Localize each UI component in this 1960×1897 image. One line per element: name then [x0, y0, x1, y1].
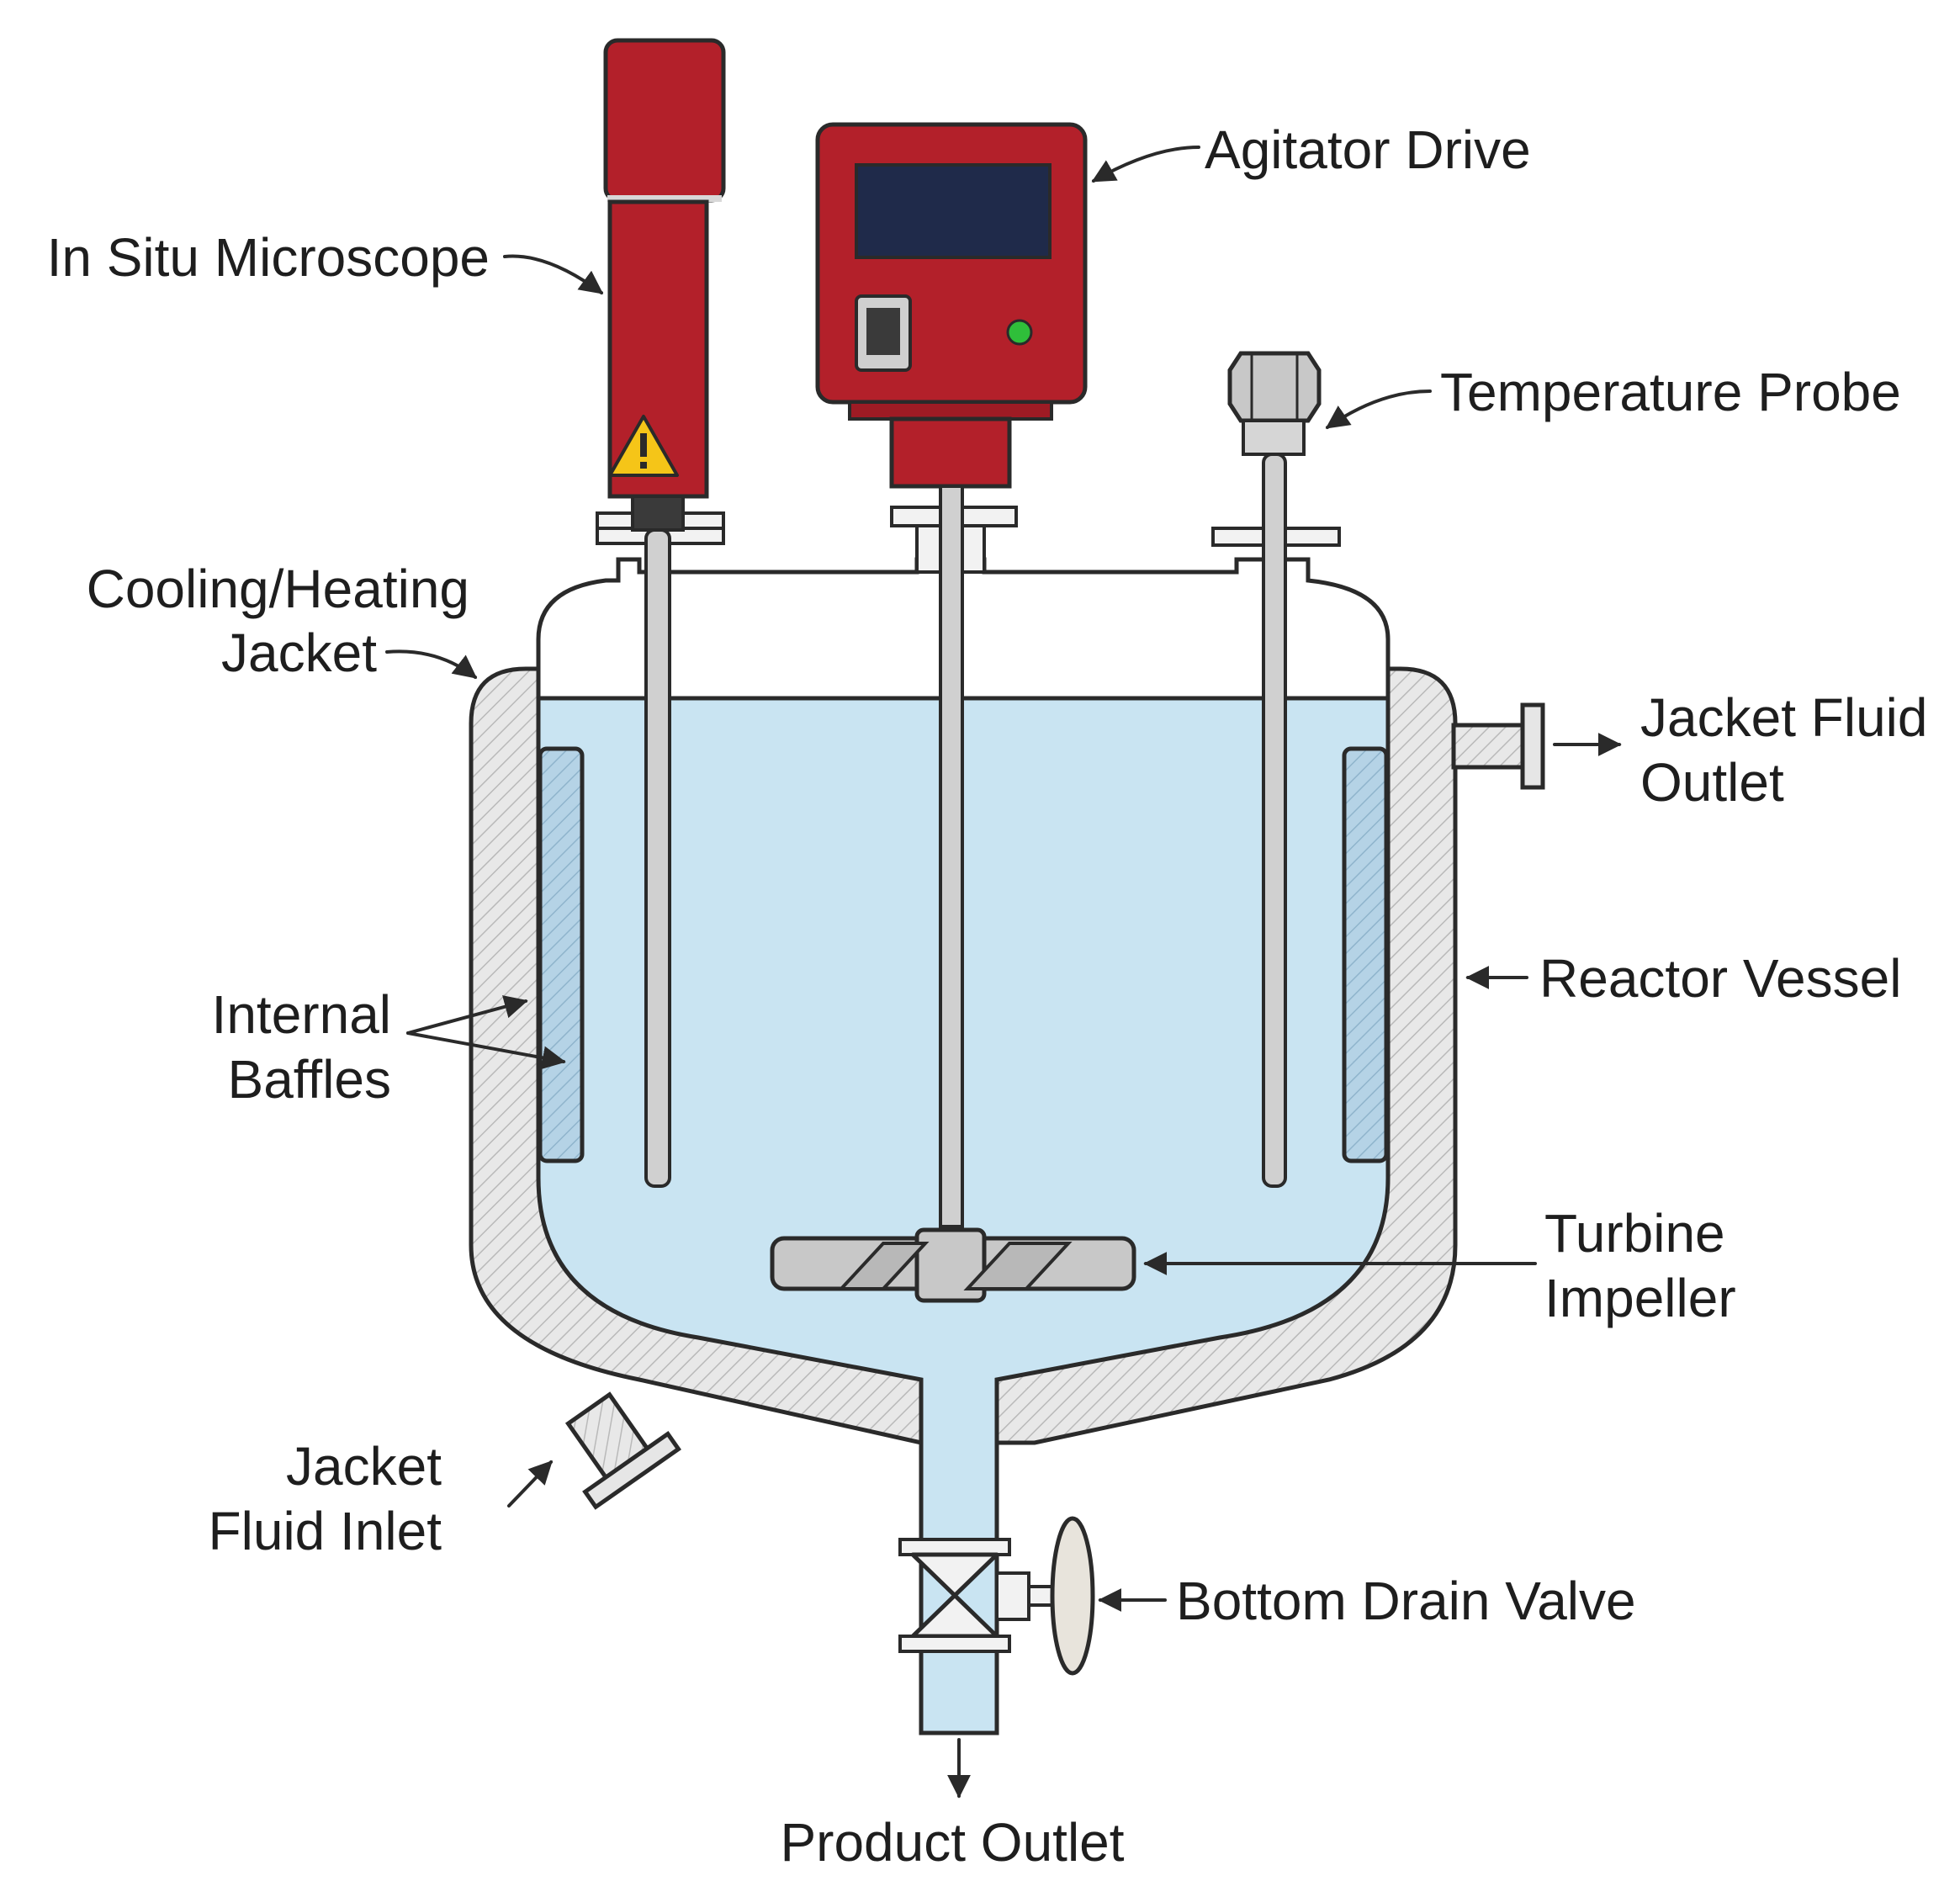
label-reactor-vessel: Reactor Vessel	[1539, 948, 1901, 1009]
label-temperature-probe: Temperature Probe	[1440, 362, 1901, 422]
bottom-drain-valve	[898, 1516, 1095, 1676]
agitator-drive	[815, 122, 1088, 489]
green-indicator-light	[1006, 319, 1033, 346]
label-bottom-drain-valve: Bottom Drain Valve	[1176, 1571, 1636, 1631]
label-internal-baffles-1: Internal	[212, 984, 391, 1045]
agitator-shaft	[939, 485, 964, 1228]
leader-internal-baffles-2	[406, 1031, 566, 1070]
in-situ-microscope	[603, 38, 726, 1188]
label-turbine-impeller-1: Turbine	[1544, 1203, 1725, 1264]
label-product-outlet: Product Outlet	[780, 1812, 1124, 1873]
leader-agitator-drive	[1091, 146, 1200, 183]
baffle-right	[1342, 746, 1389, 1163]
label-cooling-heating-jacket-2: Jacket	[221, 623, 377, 683]
leader-jacket-fluid-inlet	[507, 1460, 553, 1508]
label-jacket-fluid-inlet-1: Jacket	[286, 1436, 442, 1497]
leader-internal-baffles-1	[406, 995, 528, 1035]
jacket-outlet-flange	[1520, 702, 1545, 790]
label-in-situ-microscope: In Situ Microscope	[47, 227, 490, 288]
jacket-outlet-nozzle	[1451, 723, 1532, 770]
warning-triangle-icon	[608, 415, 679, 477]
label-cooling-heating-jacket-1: Cooling/Heating	[87, 559, 469, 619]
label-jacket-fluid-inlet-2: Fluid Inlet	[209, 1501, 442, 1561]
turbine-impeller	[770, 1227, 1136, 1303]
label-agitator-drive: Agitator Drive	[1205, 119, 1531, 180]
jacket-inlet-nozzle	[564, 1391, 681, 1510]
baffle-left	[538, 746, 585, 1163]
label-turbine-impeller-2: Impeller	[1544, 1268, 1736, 1328]
label-jacket-fluid-outlet-1: Jacket Fluid	[1640, 687, 1927, 748]
temperature-probe	[1227, 351, 1322, 1188]
label-jacket-fluid-outlet-2: Outlet	[1640, 752, 1784, 813]
label-internal-baffles-2: Baffles	[228, 1049, 392, 1110]
valve-handwheel	[1050, 1516, 1095, 1676]
agitator-display-screen	[855, 163, 1052, 259]
leader-in-situ-microscope	[503, 254, 604, 294]
leader-temperature-probe	[1325, 389, 1432, 429]
leader-cooling-heating-jacket	[385, 649, 478, 679]
